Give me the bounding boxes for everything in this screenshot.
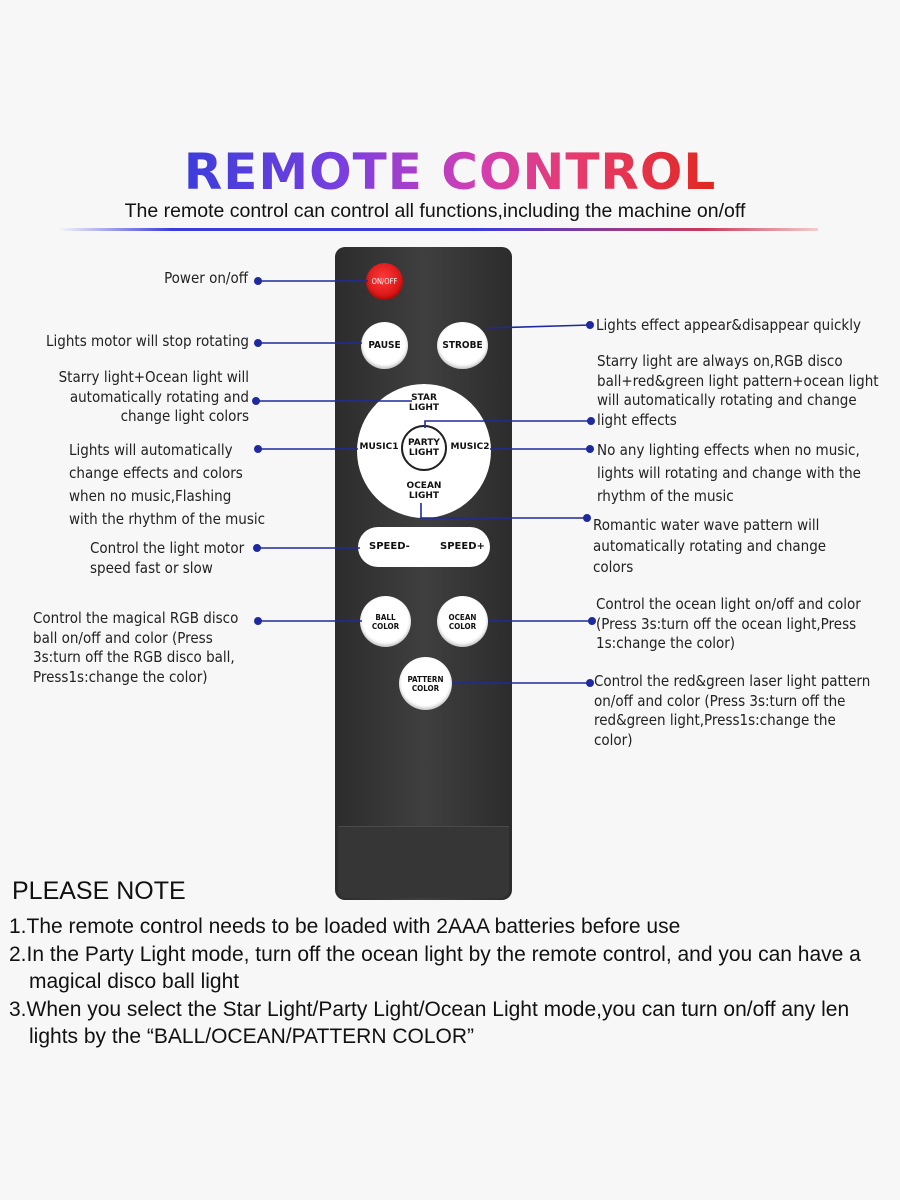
party-light-button[interactable]: PARTY LIGHT: [401, 425, 447, 471]
annotation-pattern-line: on/off and color (Press 3s:turn off the: [594, 691, 846, 710]
pattern-color-label-2: COLOR: [411, 683, 440, 693]
note-item: 3.When you select the Star Light/Party L…: [9, 997, 850, 1049]
notes-heading: PLEASE NOTE: [12, 877, 186, 905]
annotation-party-line: will automatically rotating and change: [597, 391, 857, 409]
annotation-ball-line: Control the magical RGB disco: [33, 609, 239, 627]
annotation-ocean-light-line: Romantic water wave pattern will: [593, 516, 820, 534]
annotation-party-line: Starry light are always on,RGB disco: [597, 352, 843, 370]
annotation-speed-line: Control the light motor: [90, 539, 245, 557]
annotation-ocean-light-line: automatically rotating and change: [593, 537, 827, 555]
annotation-ball: Control the magical RGB disco ball on/of…: [33, 609, 263, 687]
annotation-pattern-line: Control the red&green laser light patter…: [594, 672, 871, 690]
annotation-party-line: light effects: [597, 410, 677, 429]
annotation-ocean-light: Romantic water wave pattern will automat…: [593, 515, 893, 578]
annotation-music2: No any lighting effects when no music, l…: [597, 439, 897, 508]
annotation-pattern-line: color): [594, 730, 633, 749]
ocean-light-button[interactable]: OCEAN LIGHT: [402, 481, 446, 501]
annotation-music1-line: Lights will automatically: [69, 441, 233, 459]
annotation-music2-line: No any lighting effects when no music,: [597, 441, 860, 459]
annotation-speed: Control the light motor speed fast or sl…: [90, 539, 260, 578]
annotation-music2-line: rhythm of the music: [597, 487, 734, 505]
annotation-ocean-color-line: 1s:change the color): [596, 634, 736, 652]
note-item: 2.In the Party Light mode, turn off the …: [9, 942, 861, 994]
annotation-music1-line: change effects and colors: [69, 464, 243, 482]
annotation-ocean-color-line: Control the ocean light on/off and color: [596, 595, 861, 613]
annotation-music2-line: lights will rotating and change with the: [597, 464, 861, 482]
page-title: REMOTE CONTROL: [183, 143, 717, 201]
annotation-star-line: automatically rotating and: [69, 387, 249, 406]
ocean-light-label-1: OCEAN: [406, 481, 442, 491]
star-light-button[interactable]: STAR LIGHT: [404, 393, 444, 413]
ocean-color-label-2: COLOR: [448, 621, 477, 631]
title-divider: [58, 228, 818, 231]
music1-button[interactable]: MUSIC1: [359, 442, 399, 452]
annotation-party-line: ball+red&green light pattern+ocean light: [597, 371, 879, 390]
speed-rocker[interactable]: SPEED- SPEED+: [358, 527, 490, 567]
annotation-power: Power on/off: [164, 269, 248, 287]
speed-minus-button[interactable]: SPEED-: [369, 541, 410, 552]
battery-cover: [338, 826, 509, 898]
ocean-color-label-1: OCEAN: [448, 612, 477, 622]
annotation-ball-line: ball on/off and color (Press: [33, 628, 213, 647]
annotation-pattern-line: red&green light,Press1s:change the: [594, 711, 836, 729]
power-button[interactable]: ON/OFF: [366, 263, 403, 300]
ocean-light-label-2: LIGHT: [408, 491, 440, 501]
ball-color-label-1: BALL: [375, 612, 396, 622]
page-subtitle: The remote control can control all funct…: [124, 200, 746, 222]
annotation-ocean-color-line: (Press 3s:turn off the ocean light,Press: [596, 614, 857, 633]
music2-button[interactable]: MUSIC2: [450, 442, 490, 452]
strobe-button[interactable]: STROBE: [437, 322, 488, 369]
annotation-ball-line: Press1s:change the color): [33, 667, 208, 686]
annotation-star-line: Starry light+Ocean light will: [58, 368, 249, 386]
annotation-music1: Lights will automatically change effects…: [69, 439, 299, 531]
notes-list: 1.The remote control needs to be loaded …: [9, 913, 899, 1051]
annotation-star: Starry light+Ocean light will automatica…: [20, 368, 249, 427]
annotation-pause: Lights motor will stop rotating: [46, 332, 249, 350]
annotation-ball-line: 3s:turn off the RGB disco ball,: [33, 648, 235, 666]
ball-color-label-2: COLOR: [371, 621, 400, 631]
party-light-label-2: LIGHT: [408, 448, 440, 458]
annotation-ocean-color: Control the ocean light on/off and color…: [596, 595, 896, 654]
party-light-label-1: PARTY: [408, 438, 440, 448]
annotation-strobe: Lights effect appear&disappear quickly: [596, 316, 861, 334]
annotation-star-line: change light colors: [120, 407, 249, 425]
star-light-label-1: STAR: [411, 393, 437, 403]
annotation-ocean-light-line: colors: [593, 558, 634, 576]
annotation-music1-line: with the rhythm of the music: [69, 510, 266, 528]
pause-button[interactable]: PAUSE: [361, 322, 408, 369]
note-item: 1.The remote control needs to be loaded …: [9, 915, 681, 938]
annotation-pattern: Control the red&green laser light patter…: [594, 672, 894, 750]
pattern-color-label-1: PATTERN: [407, 674, 444, 684]
speed-plus-button[interactable]: SPEED+: [440, 541, 485, 552]
star-light-label-2: LIGHT: [408, 403, 440, 413]
annotation-party: Starry light are always on,RGB disco bal…: [597, 352, 897, 430]
annotation-speed-line: speed fast or slow: [90, 558, 213, 577]
annotation-music1-line: when no music,Flashing: [69, 487, 232, 505]
